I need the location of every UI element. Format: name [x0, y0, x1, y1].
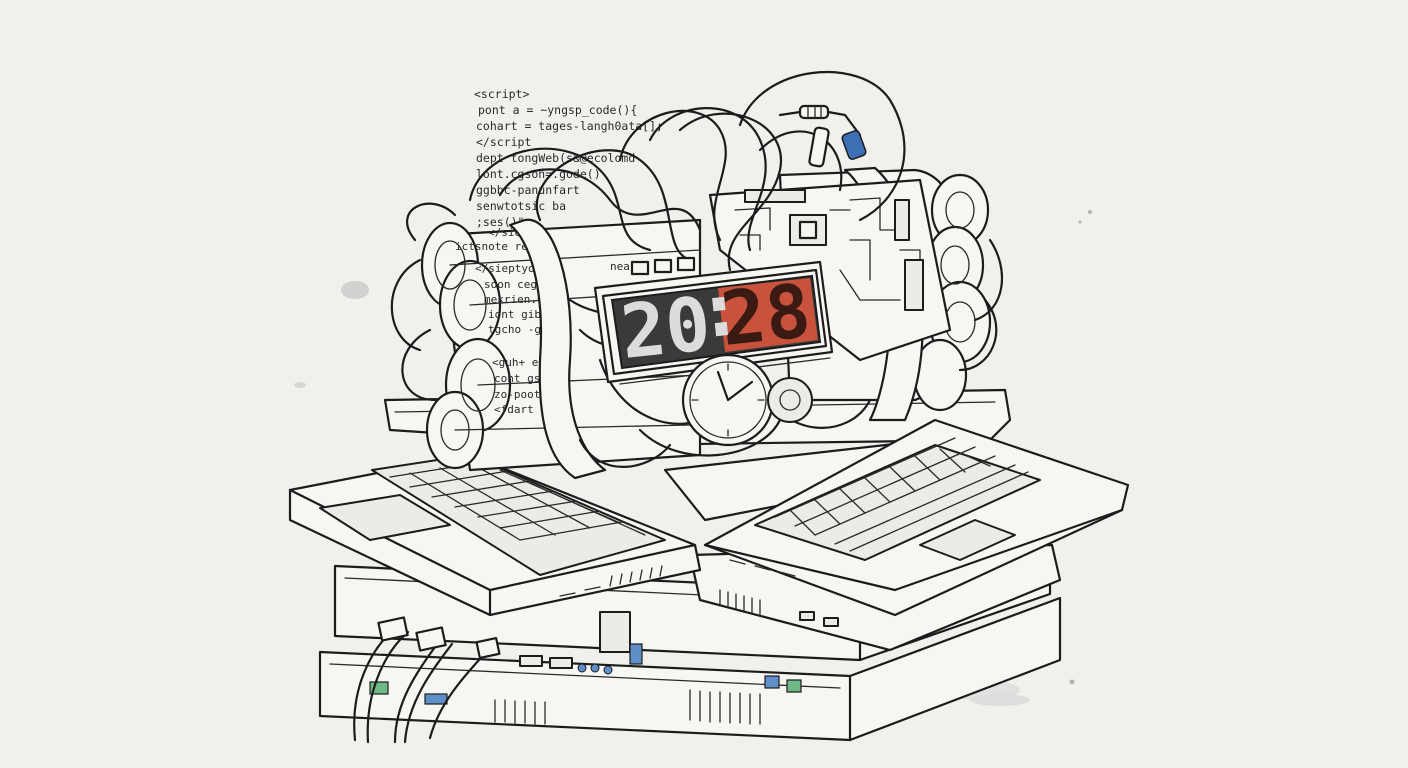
ethernet-cable: [353, 616, 501, 744]
led-green: [786, 679, 802, 693]
led-blue: [629, 643, 643, 665]
tape-strap: [508, 218, 607, 480]
led-blue: [590, 663, 600, 673]
code-line: dept tongWeb(s&@ecolomd: [476, 151, 635, 165]
keyboard-keys: [774, 437, 1029, 552]
timer-hours: 20: [617, 281, 715, 376]
code-line: ggbbc-panunfart: [476, 183, 580, 197]
svg-text:soon cegta: soon cegta: [484, 278, 550, 291]
svg-text:tgcho -gon: tgcho -gon: [488, 323, 554, 336]
led-blue: [764, 675, 780, 689]
code-line: </script: [476, 135, 531, 149]
resistor: [798, 104, 830, 120]
gear: [767, 377, 813, 423]
code-snippet: <script> pont a = ~yngsp_code(){ cohart …: [474, 87, 663, 229]
svg-text:iont gibba: iont gibba: [488, 308, 554, 321]
drive-bay: [599, 611, 631, 653]
code-line: lont.cgson=.gode(): [476, 167, 601, 181]
led-blue: [424, 693, 448, 705]
keyboard-keys: [389, 461, 646, 541]
capacitor: [841, 130, 867, 160]
laptop: [288, 453, 702, 617]
analog-clock-icon: [681, 353, 813, 447]
touchpad: [919, 519, 1016, 561]
led-blue: [603, 665, 613, 675]
code-line: cohart = tages-langh0ata[];: [476, 119, 663, 133]
laptop: [688, 418, 1130, 652]
capacitor: [808, 126, 830, 168]
server-vents: [494, 689, 761, 725]
timer-minutes: 28: [717, 268, 815, 363]
dynamite-bundle: </siept ictsnote rec </sieptyola soon ce…: [390, 70, 1004, 480]
timer-colon: :: [693, 266, 746, 356]
wires: [390, 70, 1004, 468]
usb-port: [549, 657, 573, 669]
code-line: <script>: [474, 87, 529, 101]
code-line: pont a = ~yngsp_code(){: [478, 103, 637, 117]
svg-text:ictsnote rec: ictsnote rec: [455, 240, 534, 253]
digital-timer: 20 : 28: [593, 260, 834, 385]
usb-port: [519, 655, 543, 667]
timer-glow: [718, 278, 818, 352]
led-blue: [577, 663, 587, 673]
code-line: senwtotsic ba: [476, 199, 566, 213]
svg-text:</sieptyola: </sieptyola: [475, 262, 548, 275]
touchpad: [319, 494, 451, 541]
circuit-traces: [734, 189, 924, 311]
